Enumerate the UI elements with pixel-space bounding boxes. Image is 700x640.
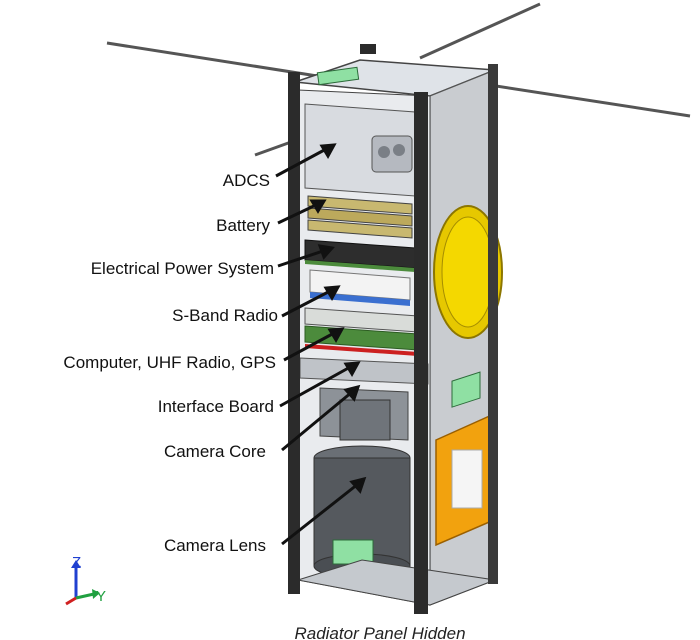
arrow-sband [281, 288, 333, 318]
label-battery: Battery [216, 216, 270, 235]
antenna-rod-right [469, 80, 691, 118]
callout-arrows [275, 143, 367, 546]
axis-triad: Z Y [65, 554, 106, 606]
arrow-adcs [275, 146, 329, 178]
axis-z-arrow [71, 560, 81, 568]
side-connector-icon [451, 371, 481, 408]
top-corner-cap [360, 44, 376, 54]
adcs-lens-b [393, 144, 405, 156]
antenna-rod-upper [419, 2, 541, 60]
axis-y-arrow [92, 589, 100, 599]
arrow-battery [277, 202, 319, 225]
label-sband: S-Band Radio [172, 306, 278, 325]
white-radiator-block [451, 449, 483, 509]
arrow-camera-lens [281, 482, 359, 546]
axis-y-label: Y [96, 588, 106, 605]
camera-core [319, 387, 409, 441]
adcs-lens-a [378, 146, 390, 158]
arrow-computer [283, 330, 337, 362]
rail-back-right [488, 64, 498, 584]
camera-lens [313, 445, 411, 579]
label-camera-lens: Camera Lens [163, 536, 266, 555]
label-camera-core: Camera Core [163, 442, 266, 461]
battery-stack [307, 195, 413, 239]
rail-front-left [288, 72, 300, 594]
arrow-eps [277, 248, 327, 268]
rail-front-right [414, 92, 428, 614]
gold-panel-inner [441, 216, 495, 328]
label-adcs: ADCS [222, 171, 270, 190]
arrow-camera-core [281, 390, 353, 452]
label-interface: Interface Board [157, 397, 274, 416]
top-connector-icon [316, 66, 360, 86]
label-computer: Computer, UHF Radio, GPS [63, 353, 276, 372]
adcs-sensor [371, 135, 413, 173]
axis-x-line [65, 596, 77, 606]
axis-z-label: Z [72, 554, 81, 571]
axis-y-line [75, 592, 95, 600]
arrow-interface [279, 364, 353, 408]
label-eps: Electrical Power System [90, 259, 274, 278]
figure-caption: Radiator Panel Hidden [294, 624, 466, 640]
